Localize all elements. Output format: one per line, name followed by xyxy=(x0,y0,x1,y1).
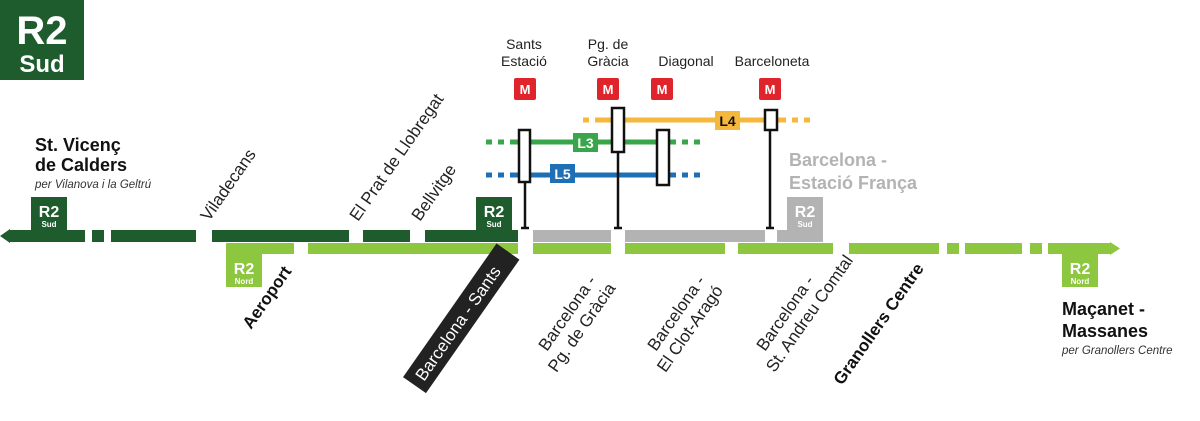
r2-nord-track xyxy=(226,242,1120,255)
sants-interchange-box xyxy=(517,128,532,184)
terminal-macanet: R2 Nord Maçanet - Massanes per Granoller… xyxy=(1061,254,1173,357)
r2-sud-track xyxy=(0,229,518,243)
metro-icon xyxy=(651,78,673,100)
metro-icon xyxy=(759,78,781,100)
header-line-code: R2 xyxy=(16,9,67,53)
svg-text:Diagonal: Diagonal xyxy=(658,53,713,69)
metro-station-barceloneta: Barceloneta M xyxy=(735,53,810,100)
svg-text:per Vilanova i la Geltrú: per Vilanova i la Geltrú xyxy=(34,179,152,191)
metro-icon xyxy=(597,78,619,100)
svg-text:L4: L4 xyxy=(719,113,736,129)
svg-text:R2: R2 xyxy=(1070,261,1091,278)
svg-text:Sants: Sants xyxy=(506,36,542,52)
svg-text:Nord: Nord xyxy=(235,277,254,286)
svg-text:Sud: Sud xyxy=(486,220,501,229)
interchange-connectors xyxy=(521,128,774,230)
terminal-st-vicenc: St. Vicenç de Calders per Vilanova i la … xyxy=(31,135,152,230)
svg-text:de Calders: de Calders xyxy=(35,155,127,175)
r2-nord-badge xyxy=(1062,254,1098,287)
svg-text:M: M xyxy=(520,82,531,97)
svg-text:Estació: Estació xyxy=(501,53,547,69)
svg-text:R2: R2 xyxy=(795,204,816,221)
svg-text:Massanes: Massanes xyxy=(1062,321,1148,341)
header-background xyxy=(0,0,84,80)
svg-text:Barceloneta: Barceloneta xyxy=(735,53,810,69)
svg-text:M: M xyxy=(765,82,776,97)
west-arrow xyxy=(0,229,10,243)
r2-sud-badge-franca: R2 Sud xyxy=(787,197,823,230)
svg-text:M: M xyxy=(657,82,668,97)
station-viladecans: Viladecans xyxy=(197,146,260,225)
barceloneta-interchange-box xyxy=(763,108,779,132)
metro-station-pg-gracia: Pg. de Gràcia M xyxy=(587,36,629,100)
r2-nord-badge-aeroport: R2 Nord xyxy=(226,254,262,287)
svg-text:Pg. de: Pg. de xyxy=(588,36,629,52)
metro-line-badge-l5: L5 xyxy=(550,164,575,183)
svg-text:Barcelona -: Barcelona - xyxy=(789,150,887,170)
svg-text:R2: R2 xyxy=(484,204,505,221)
station-barcelona-st-andreu: Barcelona - St. Andreu Comtal xyxy=(753,252,857,376)
shared-track xyxy=(533,230,823,242)
svg-text:Maçanet -: Maçanet - xyxy=(1062,299,1145,319)
station-bellvitge: Bellvitge xyxy=(408,161,460,225)
metro-station-diagonal: Diagonal M xyxy=(651,53,714,100)
station-barcelona-pg-gracia: Barcelona - Pg. de Gràcia xyxy=(535,272,620,375)
metro-line-badge-l4: L4 xyxy=(715,111,740,130)
svg-text:L5: L5 xyxy=(554,166,571,182)
svg-text:R2: R2 xyxy=(234,261,255,278)
metro-station-boxes xyxy=(517,106,779,187)
station-estacio-franca: Barcelona - Estació França xyxy=(789,150,918,193)
svg-text:L3: L3 xyxy=(577,135,594,151)
svg-text:Sud: Sud xyxy=(797,220,812,229)
pg-gracia-interchange-box xyxy=(610,106,626,154)
r2-sud-badge xyxy=(31,197,67,230)
diagonal-interchange-box xyxy=(655,128,671,187)
svg-text:Sud: Sud xyxy=(41,220,56,229)
svg-text:R2: R2 xyxy=(39,204,60,221)
metro-station-sants-estacio: Sants Estació M xyxy=(501,36,547,100)
svg-text:Nord: Nord xyxy=(1071,277,1090,286)
svg-text:Gràcia: Gràcia xyxy=(587,53,628,69)
header-branch: Sud xyxy=(19,51,64,78)
svg-text:Estació França: Estació França xyxy=(789,173,918,193)
line-header-badge: R2 Sud xyxy=(0,0,84,80)
metro-icon xyxy=(514,78,536,100)
svg-text:M: M xyxy=(603,82,614,97)
metro-line-badge-l3: L3 xyxy=(573,133,598,152)
svg-text:per Granollers Centre: per Granollers Centre xyxy=(1061,345,1173,357)
r2-sud-badge-sants: R2 Sud xyxy=(476,197,512,230)
station-barcelona-sants: Barcelona - Sants xyxy=(403,243,520,394)
station-barcelona-clot-arago: Barcelona - El Clot-Aragó xyxy=(644,272,727,375)
east-arrow xyxy=(1110,242,1120,255)
svg-text:Barcelona - Sants: Barcelona - Sants xyxy=(412,263,505,385)
svg-text:St. Vicenç: St. Vicenç xyxy=(35,135,121,155)
